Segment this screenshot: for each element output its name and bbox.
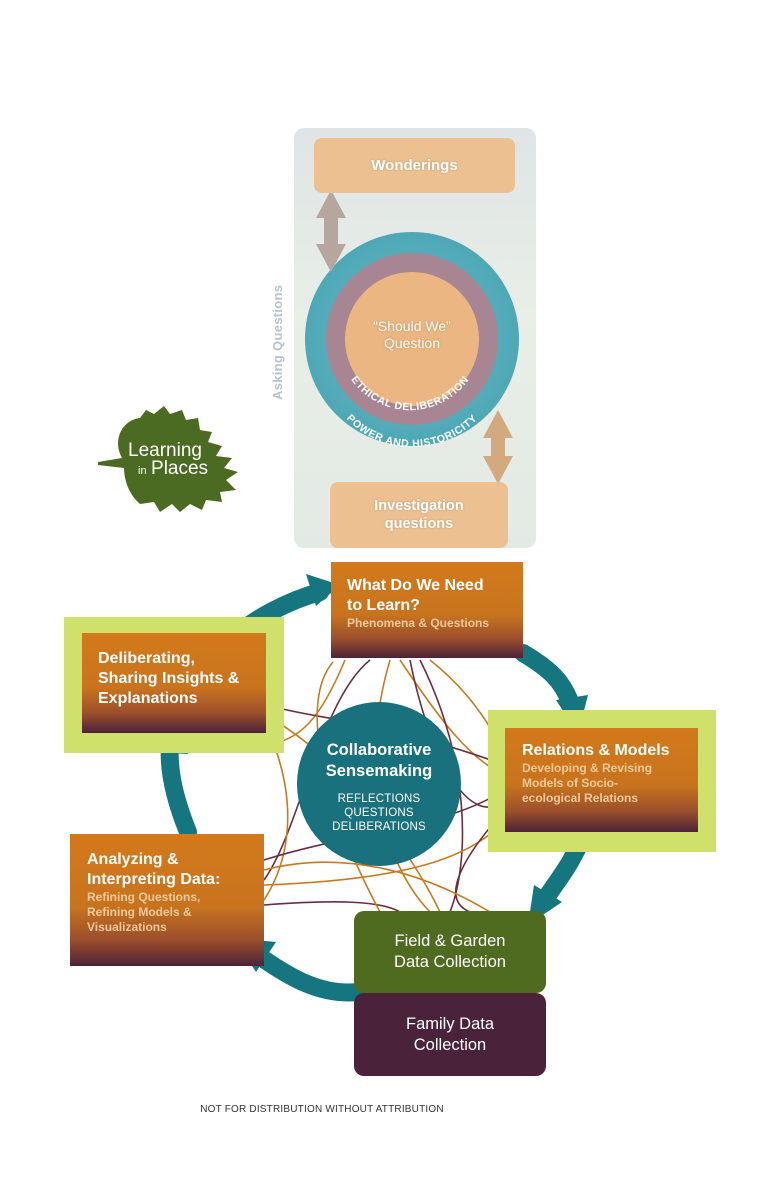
what-title-2: to Learn? [347, 597, 420, 614]
power-historicity-text: POWER AND HISTORICITY [344, 412, 479, 450]
relations-models-card: Relations & Models Developing & Revising… [505, 728, 698, 832]
family-line-1: Family Data [405, 1014, 495, 1033]
leaf-logo-icon [98, 406, 238, 512]
analyzing-title-2: Interpreting Data: [87, 871, 221, 888]
relations-sub-1: Developing & Revising [522, 761, 653, 775]
what-title-1: What Do We Need [347, 577, 484, 594]
deliberating-card: Deliberating, Sharing Insights & Explana… [82, 633, 266, 733]
center-item-deliberations: DELIBERATIONS [332, 821, 426, 833]
field-garden-card: Field & Garden Data Collection [354, 911, 546, 993]
ethical-deliberation-text: ETHICAL DELIBERATION [348, 374, 470, 413]
investigation-questions-box: Investigation questions [330, 482, 508, 548]
field-line-1: Field & Garden [394, 932, 506, 950]
should-we-question: “Should We” Question [345, 318, 479, 352]
logo-learning: Learning [128, 440, 202, 461]
cycle-arrow-icon [253, 949, 367, 1002]
cycle-arrow-head [306, 574, 340, 606]
should-we-line-1: “Should We” [373, 318, 451, 334]
logo-places: Places [151, 458, 209, 479]
family-data-card: Family Data Collection [354, 993, 546, 1076]
analyzing-sub-1: Refining Questions, [87, 890, 201, 904]
attribution-footer: NOT FOR DISTRIBUTION WITHOUT ATTRIBUTION [200, 1104, 444, 1115]
svg-text:ETHICAL DELIBERATION: ETHICAL DELIBERATION [348, 374, 471, 413]
what-do-we-need-to-learn-card: What Do We Need to Learn? Phenomena & Qu… [331, 562, 523, 658]
logo-in: in [138, 465, 147, 477]
field-line-2: Data Collection [394, 953, 506, 971]
wonderings-box: Wonderings [314, 138, 515, 193]
relations-sub-3: ecological Relations [522, 791, 639, 805]
double-arrow-icon [316, 190, 346, 272]
analyzing-sub-3: Visualizations [87, 920, 167, 934]
double-arrow-icon [483, 410, 513, 484]
investigation-line-1: Investigation [374, 498, 464, 514]
analyzing-card: Analyzing & Interpreting Data: Refining … [70, 834, 264, 966]
analyzing-sub-2: Refining Models & [87, 905, 192, 919]
learning-in-places-logo: Learning in Places [124, 440, 234, 480]
center-item-reflections: REFLECTIONS [337, 793, 421, 805]
investigation-line-2: questions [384, 516, 454, 532]
cycle-arrow-icon [514, 644, 579, 711]
center-title-1: Collaborative [326, 741, 432, 759]
relations-title: Relations & Models [522, 742, 670, 759]
family-line-2: Collection [413, 1035, 487, 1054]
relations-sub-2: Models of Socio- [522, 776, 618, 790]
what-subtitle: Phenomena & Questions [347, 616, 490, 630]
cycle-arrow-icon [160, 736, 197, 841]
delib-title-2: Sharing Insights & [98, 670, 240, 687]
analyzing-title-1: Analyzing & [87, 851, 179, 868]
should-we-line-2: Question [383, 335, 441, 351]
svg-text:POWER AND HISTORICITY: POWER AND HISTORICITY [344, 412, 480, 450]
delib-title-1: Deliberating, [98, 650, 195, 667]
should-we-circle [345, 272, 479, 406]
delib-title-3: Explanations [98, 690, 198, 707]
center-title-2: Sensemaking [325, 762, 433, 780]
collaborative-sensemaking-circle: Collaborative Sensemaking REFLECTIONS QU… [297, 702, 461, 866]
center-item-questions: QUESTIONS [344, 807, 414, 819]
